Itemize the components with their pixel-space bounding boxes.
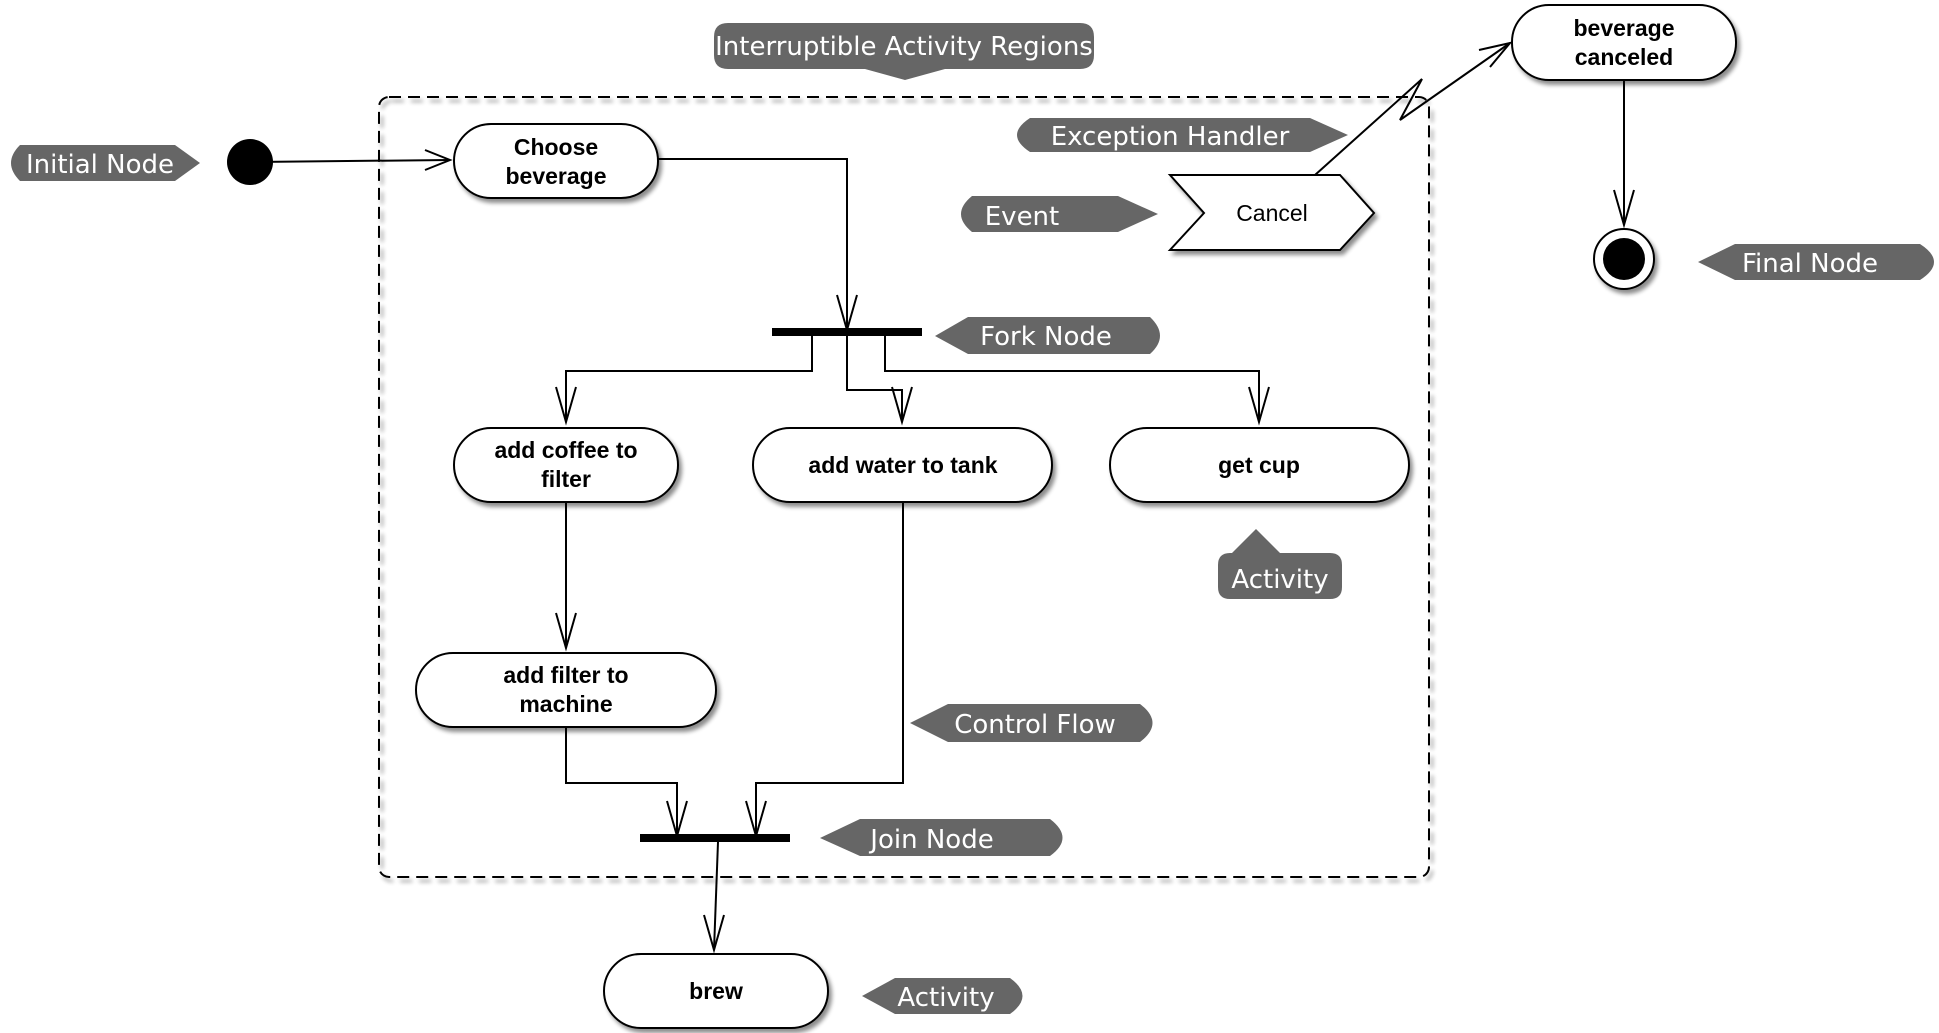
join-node bbox=[640, 834, 790, 842]
initial-node bbox=[227, 139, 273, 185]
action-label: beverage bbox=[1573, 15, 1674, 41]
callout-label: Fork Node bbox=[980, 322, 1112, 352]
svg-text:beverage: beverage bbox=[505, 163, 606, 189]
final-node bbox=[1593, 228, 1655, 290]
callout-fork-node: Fork Node bbox=[935, 317, 1160, 354]
event-label: Cancel bbox=[1236, 200, 1308, 226]
arrowhead bbox=[1613, 189, 1635, 229]
action-brew: brew bbox=[603, 953, 829, 1029]
svg-text:add water to tank: add water to tank bbox=[808, 452, 997, 478]
callout-interruptible-region: Interruptible Activity Regions bbox=[714, 23, 1094, 80]
event-cancel: Cancel bbox=[1167, 174, 1376, 251]
callout-label: Join Node bbox=[868, 825, 993, 855]
flow-add-water-to-join bbox=[755, 502, 904, 836]
svg-text:canceled: canceled bbox=[1575, 44, 1673, 70]
callout-event: Event bbox=[961, 196, 1158, 232]
action-label: Choose bbox=[514, 134, 598, 160]
callout-exception-handler: Exception Handler bbox=[1017, 118, 1348, 152]
callout-activity-brew: Activity bbox=[862, 978, 1023, 1014]
arrowhead bbox=[891, 386, 913, 426]
flow-fork-to-get-cup bbox=[884, 333, 1260, 422]
arrowhead bbox=[1248, 386, 1270, 426]
callout-final-node: Final Node bbox=[1698, 244, 1934, 280]
action-label: add coffee to bbox=[494, 437, 637, 463]
callout-label: Exception Handler bbox=[1051, 122, 1290, 152]
action-add-coffee: add coffee to filter bbox=[453, 427, 679, 503]
callout-activity-get-cup: Activity bbox=[1218, 529, 1342, 599]
action-label: brew bbox=[689, 978, 743, 1004]
callout-label: Event bbox=[985, 202, 1059, 232]
callout-label: Final Node bbox=[1742, 249, 1878, 279]
svg-text:filter: filter bbox=[541, 466, 591, 492]
action-label: beverage bbox=[505, 163, 606, 189]
fork-node bbox=[772, 328, 922, 336]
flow-join-to-brew bbox=[713, 841, 719, 951]
flow-add-filter-to-join bbox=[565, 727, 678, 836]
flow-initial-to-choose bbox=[249, 159, 451, 163]
svg-text:machine: machine bbox=[519, 691, 612, 717]
action-beverage-canceled: beverage canceled bbox=[1511, 4, 1737, 81]
callout-label: Control Flow bbox=[954, 710, 1116, 740]
action-label: add filter to bbox=[503, 662, 628, 688]
action-label: add water to tank bbox=[808, 452, 997, 478]
action-label: get cup bbox=[1218, 452, 1300, 478]
flow-fork-to-add-water bbox=[846, 333, 903, 422]
flow-fork-to-add-coffee bbox=[565, 333, 813, 422]
svg-text:Choose: Choose bbox=[514, 134, 598, 160]
arrowhead bbox=[555, 612, 577, 652]
svg-text:add coffee to: add coffee to bbox=[494, 437, 637, 463]
action-get-cup: get cup bbox=[1109, 427, 1410, 503]
arrowhead bbox=[1478, 41, 1513, 68]
svg-text:get cup: get cup bbox=[1218, 452, 1300, 478]
callout-label: Initial Node bbox=[26, 150, 174, 180]
action-label: canceled bbox=[1575, 44, 1673, 70]
arrowhead bbox=[424, 149, 453, 171]
arrowhead bbox=[703, 914, 725, 954]
action-label: filter bbox=[541, 466, 591, 492]
callout-control-flow: Control Flow bbox=[910, 704, 1153, 742]
action-add-filter: add filter to machine bbox=[415, 652, 717, 728]
exception-handler-flow bbox=[1314, 42, 1511, 176]
action-choose-beverage: Choose beverage bbox=[453, 123, 659, 199]
svg-text:brew: brew bbox=[689, 978, 743, 1004]
svg-text:beverage: beverage bbox=[1573, 15, 1674, 41]
svg-text:add filter to: add filter to bbox=[503, 662, 628, 688]
action-add-water: add water to tank bbox=[752, 427, 1053, 503]
callout-label: Activity bbox=[1231, 565, 1328, 595]
callout-join-node: Join Node bbox=[820, 819, 1063, 856]
callout-label: Activity bbox=[897, 983, 994, 1013]
action-label: machine bbox=[519, 691, 612, 717]
callout-initial-node: Initial Node bbox=[11, 145, 200, 181]
svg-text:Cancel: Cancel bbox=[1236, 200, 1308, 226]
arrowhead bbox=[555, 386, 577, 426]
control-flows bbox=[249, 42, 1625, 951]
callout-label: Interruptible Activity Regions bbox=[715, 32, 1093, 62]
flow-choose-to-fork bbox=[658, 158, 848, 330]
interruptible-region bbox=[378, 96, 1430, 878]
